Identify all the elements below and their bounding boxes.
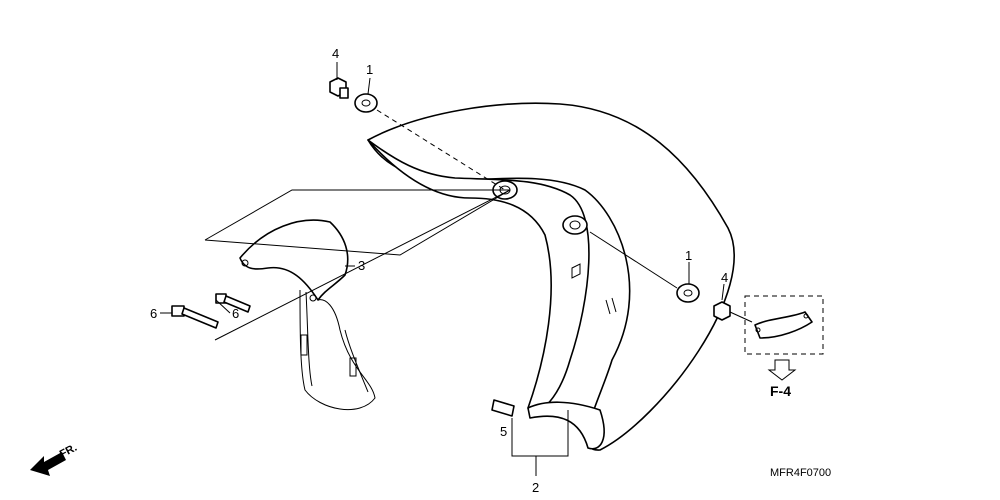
callout-4-right: 4 (721, 270, 728, 285)
callout-2: 2 (532, 480, 539, 495)
clip (491, 399, 515, 417)
callout-3: 3 (358, 258, 365, 273)
bolts (171, 293, 251, 329)
front-fender (367, 102, 735, 451)
reference-label: F-4 (770, 383, 791, 399)
down-arrow-icon (767, 359, 797, 381)
direction-indicator: FR. (30, 442, 79, 476)
fender-bracket (239, 219, 376, 411)
callout-6-left: 6 (150, 306, 157, 321)
callout-1-top: 1 (366, 62, 373, 77)
mount-hole-right (562, 215, 588, 235)
reference-box (744, 295, 824, 355)
callout-1-right: 1 (685, 248, 692, 263)
direction-label: FR. (58, 442, 79, 461)
callout-6-mid: 6 (232, 306, 239, 321)
callout-5: 5 (500, 424, 507, 439)
drawing-code: MFR4F0700 (770, 467, 831, 479)
right-hardware (676, 283, 731, 321)
front-arrow-icon (30, 452, 66, 476)
top-hardware (329, 77, 378, 113)
callout-4-top: 4 (332, 46, 339, 61)
